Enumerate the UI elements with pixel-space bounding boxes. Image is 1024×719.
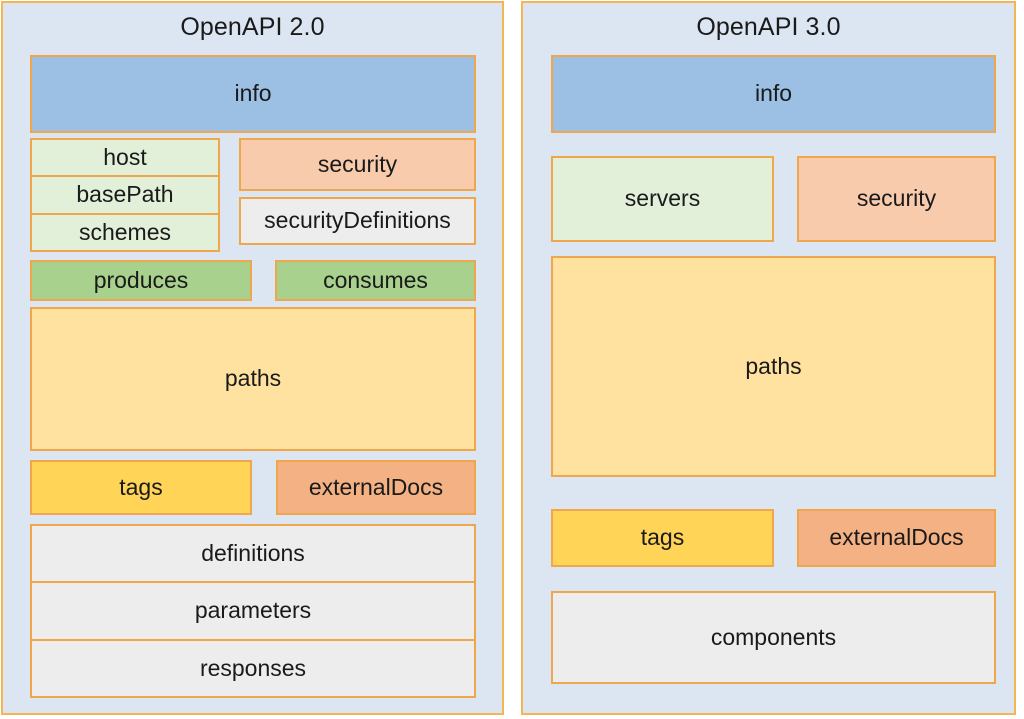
block-schemes: schemes	[30, 214, 220, 252]
block-tags-v2: tags	[30, 460, 252, 515]
block-basepath: basePath	[30, 176, 220, 214]
block-externaldocs-v2: externalDocs	[276, 460, 476, 515]
panel-openapi-3: OpenAPI 3.0 info servers security paths …	[521, 1, 1016, 715]
block-host: host	[30, 138, 220, 176]
block-paths-v2: paths	[30, 307, 476, 451]
panel-title-openapi-2: OpenAPI 2.0	[180, 13, 325, 41]
block-security-v2: security	[239, 138, 476, 191]
block-responses: responses	[30, 640, 476, 698]
block-info-v2: info	[30, 55, 476, 133]
block-servers: servers	[551, 156, 774, 242]
block-security-v3: security	[797, 156, 996, 242]
block-parameters: parameters	[30, 582, 476, 640]
block-definitions: definitions	[30, 524, 476, 582]
block-consumes: consumes	[275, 260, 476, 301]
block-produces: produces	[30, 260, 252, 301]
block-paths-v3: paths	[551, 256, 996, 477]
panel-openapi-2: OpenAPI 2.0 info host basePath schemes s…	[1, 1, 504, 715]
block-externaldocs-v3: externalDocs	[797, 509, 996, 567]
panel-title-openapi-3: OpenAPI 3.0	[696, 13, 841, 41]
block-components: components	[551, 591, 996, 684]
block-securitydefinitions: securityDefinitions	[239, 197, 476, 245]
block-info-v3: info	[551, 55, 996, 133]
block-tags-v3: tags	[551, 509, 774, 567]
